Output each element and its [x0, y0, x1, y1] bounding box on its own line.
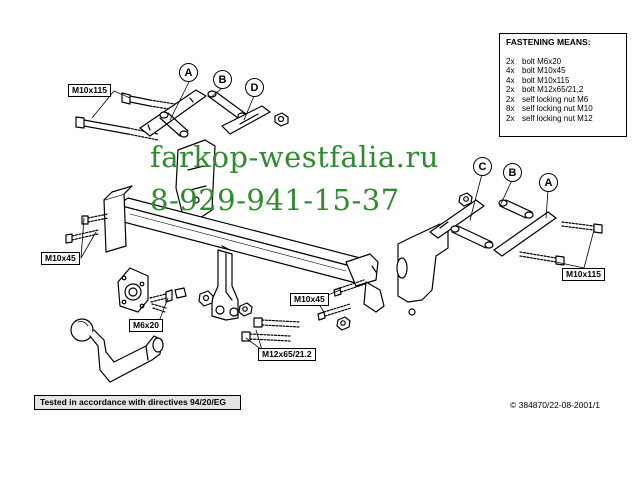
fastening-desc: bolt M10x45: [522, 66, 566, 75]
part-label-b-left: B: [213, 70, 232, 89]
label-m10x45-center: M10x45: [290, 293, 329, 306]
label-m10x45-left: M10x45: [41, 252, 80, 265]
label-m12x65: M12x65/21.2: [258, 348, 316, 361]
fastening-desc: bolt M12x65/21,2: [522, 85, 584, 94]
label-m10x115-right: M10x115: [562, 268, 605, 281]
fastening-item: 4x bolt M10x115: [506, 76, 620, 86]
fastening-item: 4x bolt M10x45: [506, 66, 620, 76]
fastening-item: 2x self locking nut M6: [506, 95, 620, 105]
fastening-desc: bolt M10x115: [522, 75, 570, 85]
right-spacer-tubes-b: [450, 199, 534, 249]
fastening-qty: 4x: [506, 66, 515, 75]
part-label-a-left: A: [179, 63, 198, 82]
tested-directive-note: Tested in accordance with directives 94/…: [34, 395, 241, 410]
fastening-qty: 2x: [506, 113, 515, 123]
fastening-title: FASTENING MEANS:: [506, 37, 591, 47]
part-label-c-right: C: [473, 157, 492, 176]
main-cross-beam: [103, 185, 379, 287]
part-label-a-right: A: [539, 173, 558, 192]
part-label-b-right: B: [503, 163, 522, 182]
right-side-bracket: [363, 223, 449, 316]
center-mount-bracket: [211, 245, 239, 321]
fastening-qty: 2x: [506, 85, 515, 94]
label-m10x115-left: M10x115: [68, 84, 111, 97]
center-bolts-m10x45: [317, 279, 366, 331]
left-side-bracket: [175, 139, 216, 219]
leader-lines: [80, 81, 595, 351]
ball-coupling: [70, 318, 164, 383]
fastening-qty: 4x: [506, 75, 515, 85]
fastening-desc: self locking nut M6: [522, 94, 589, 104]
right-upper-nut: [458, 192, 473, 207]
fastening-desc: self locking nut M10: [522, 104, 593, 113]
fastening-item: 8x self locking nut M10: [506, 104, 620, 114]
right-bolts-m10x115: [519, 221, 603, 266]
fastening-item: 2x bolt M6x20: [506, 57, 620, 67]
watermark-site: farkop-westfalia.ru: [150, 140, 439, 174]
left-upper-nut: [274, 112, 289, 127]
left-side-bracket-hole: [192, 196, 200, 204]
fastening-item: 2x bolt M12x65/21,2: [506, 85, 620, 95]
fastening-means-box: FASTENING MEANS: 2x bolt M6x20 4x bolt M…: [499, 33, 627, 137]
left-plate-d: [221, 105, 271, 135]
fastening-desc: self locking nut M12: [522, 113, 593, 123]
watermark-phone: 8-929-941-15-37: [150, 183, 400, 217]
fastening-desc: bolt M6x20: [522, 56, 562, 66]
fastening-qty: 2x: [506, 56, 515, 66]
socket-plate: [117, 267, 149, 313]
fastening-qty: 2x: [506, 94, 515, 104]
right-plate-a: [493, 211, 557, 257]
left-plate-a: [139, 89, 207, 137]
right-plate-c: [429, 199, 485, 239]
center-nuts: [198, 290, 253, 317]
fastening-qty: 8x: [506, 104, 515, 113]
m6-bolts: [149, 287, 187, 313]
left-bolts-m10x45: [65, 213, 109, 244]
document-reference: © 384870/22-08-2001/1: [510, 400, 600, 410]
label-m6x20: M6x20: [129, 319, 163, 332]
fastening-item: 2x self locking nut M12: [506, 114, 620, 124]
bolts-m12x65: [241, 317, 301, 342]
part-label-d-left: D: [245, 78, 264, 97]
